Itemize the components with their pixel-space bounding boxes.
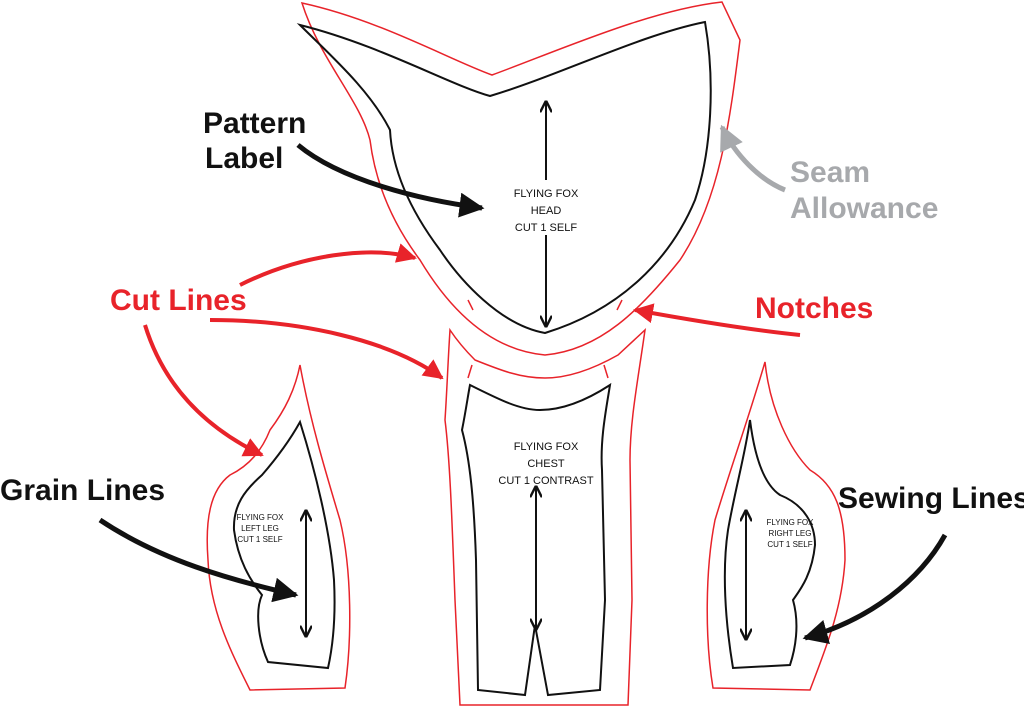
grain-lines-callout: Grain Lines <box>0 474 165 507</box>
pattern-label-callout: Pattern <box>203 107 306 140</box>
cut-lines-arrow-chest <box>209 318 444 380</box>
cut-lines-arrow-leg <box>143 324 264 457</box>
right-leg-label-line: CUT 1 SELF <box>767 540 812 549</box>
notch <box>467 364 473 379</box>
notches-callout: Notches <box>755 292 873 325</box>
right-leg-cut-line <box>706 361 846 691</box>
head-piece: FLYING FOX HEAD CUT 1 SELF <box>296 1 741 356</box>
head-label-line: FLYING FOX <box>514 188 579 200</box>
chest-label-line: CHEST <box>527 458 565 470</box>
notches-arrow <box>633 303 801 337</box>
chest-label-line: CUT 1 CONTRAST <box>498 475 593 487</box>
cut-lines-callout: Cut Lines <box>110 284 247 317</box>
sewing-lines-arrow <box>802 533 948 645</box>
right-leg-label-line: FLYING FOX <box>767 518 815 527</box>
left-leg-label-line: CUT 1 SELF <box>237 535 282 544</box>
left-leg-sewing-line <box>232 419 336 670</box>
left-leg-cut-line <box>206 364 351 691</box>
right-leg-piece: FLYING FOX RIGHT LEG CUT 1 SELF <box>706 361 846 691</box>
seam-allowance-callout: Allowance <box>790 192 938 225</box>
seam-allowance-callout: Seam <box>790 156 870 189</box>
chest-cut-line <box>444 327 647 706</box>
notch <box>467 299 474 311</box>
cut-lines-arrow-head <box>239 243 417 287</box>
pattern-label-callout: Label <box>205 142 283 175</box>
head-label-line: CUT 1 SELF <box>515 222 577 234</box>
chest-sewing-line <box>460 382 612 697</box>
chest-label-line: FLYING FOX <box>514 441 579 453</box>
notch <box>603 364 609 379</box>
sewing-lines-callout: Sewing Lines <box>838 482 1024 515</box>
left-leg-label-line: LEFT LEG <box>241 524 279 533</box>
left-leg-piece: FLYING FOX LEFT LEG CUT 1 SELF <box>206 364 351 691</box>
pattern-label-arrow <box>296 143 485 218</box>
notch <box>616 299 623 311</box>
grain-lines-arrow <box>98 517 299 603</box>
right-leg-label-line: RIGHT LEG <box>769 529 812 538</box>
head-cut-line <box>300 1 741 356</box>
chest-piece: FLYING FOX CHEST CUT 1 CONTRAST <box>444 327 647 706</box>
head-label-line: HEAD <box>531 205 562 217</box>
seam-allowance-arrow <box>719 124 786 193</box>
left-leg-label-line: FLYING FOX <box>237 513 285 522</box>
head-sewing-line <box>296 20 712 335</box>
right-leg-sewing-line <box>723 419 817 670</box>
